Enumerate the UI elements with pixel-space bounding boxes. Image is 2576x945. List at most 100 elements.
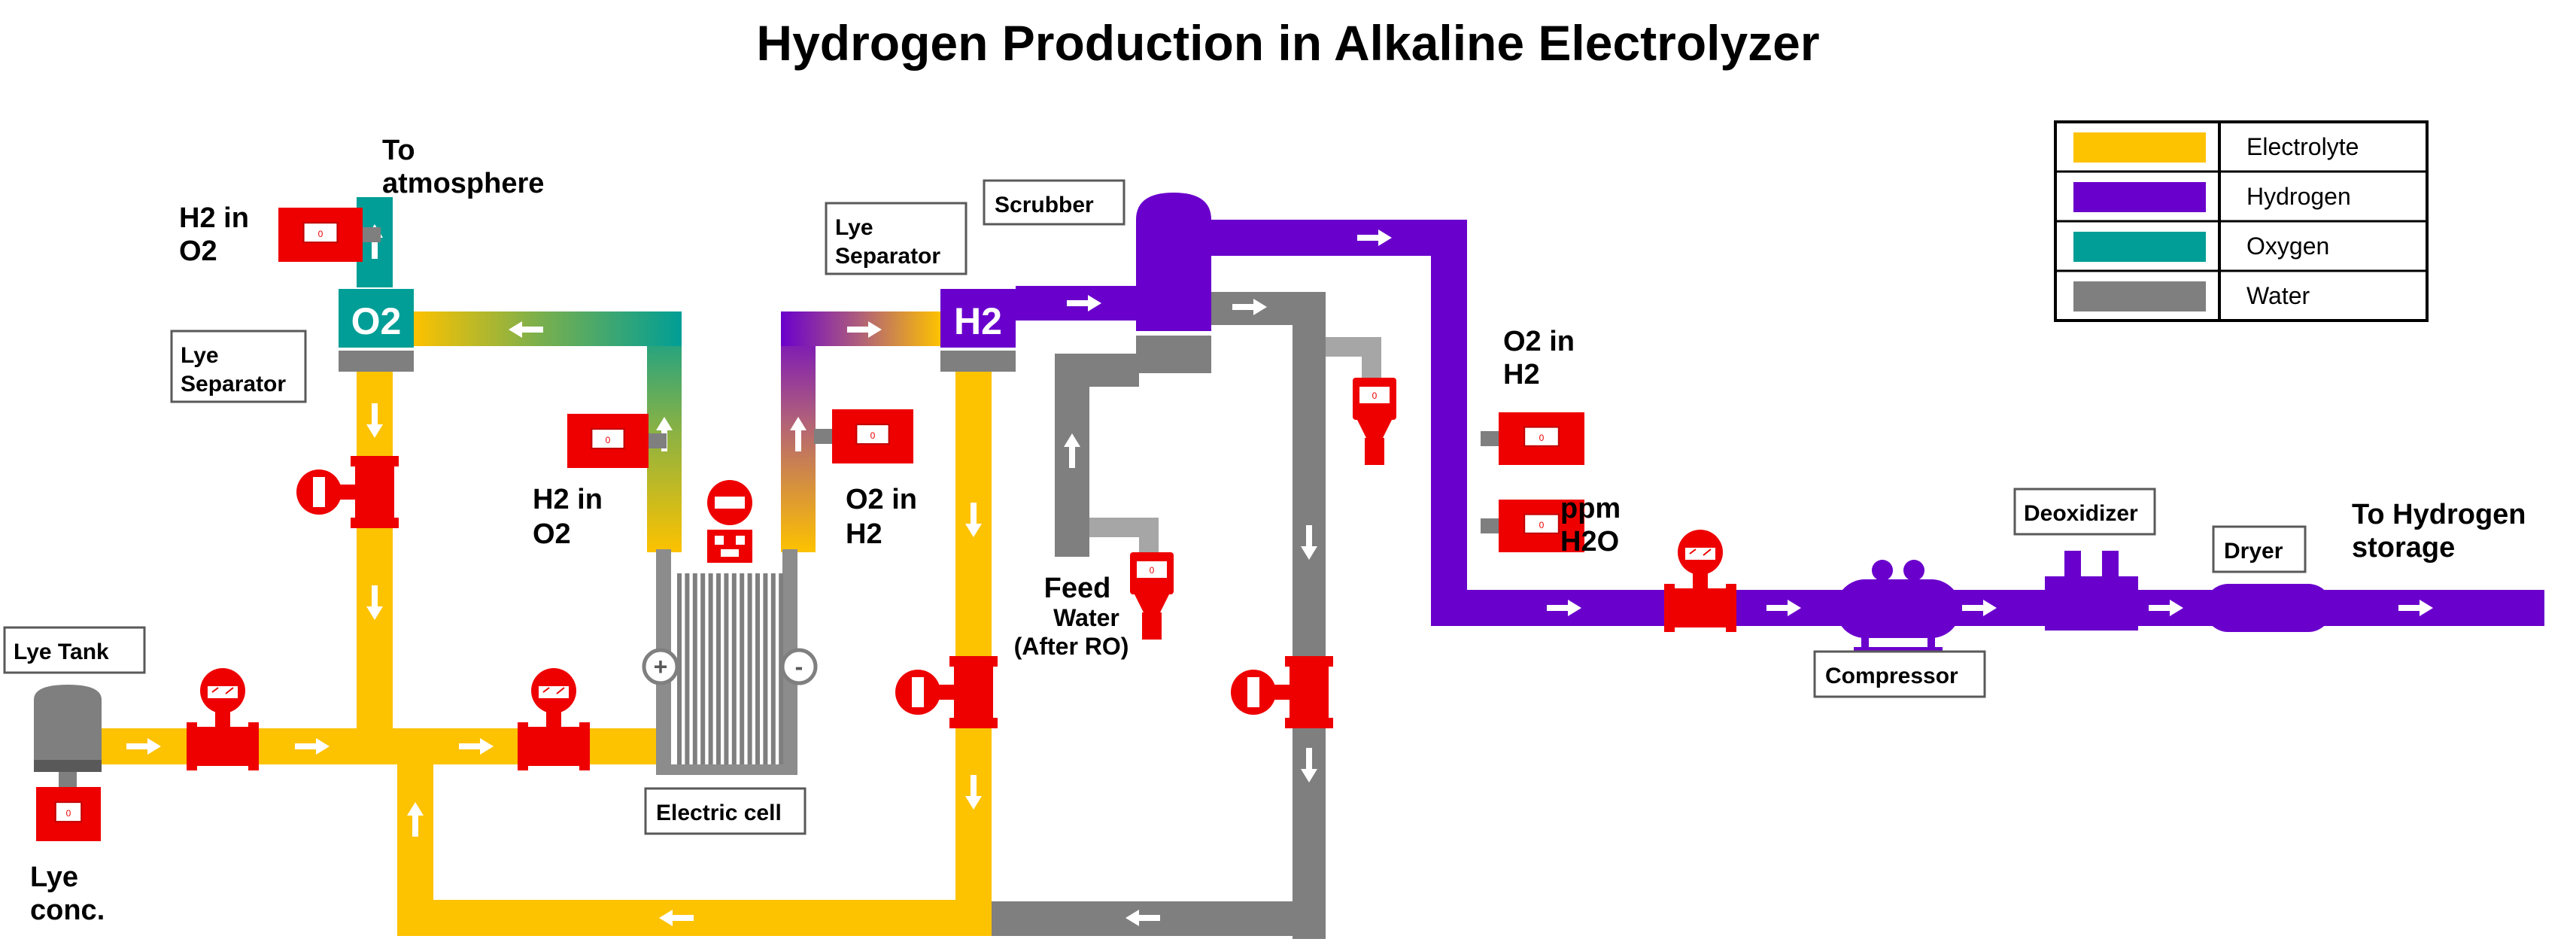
flow-arrow-right-icon	[1766, 600, 1801, 616]
cell-plus-terminal-label: +	[654, 653, 668, 680]
dryer	[2204, 584, 2332, 632]
flow-arrow-right-icon	[1357, 229, 1392, 246]
svg-text:Electric cell: Electric cell	[656, 801, 782, 825]
text-lye-conc: Lye conc.	[30, 861, 105, 926]
lye-tank	[34, 685, 102, 787]
gauge-display	[715, 497, 745, 509]
scrubber-vessel	[1136, 193, 1211, 373]
electrolyte-pipe-h2-separator-down	[955, 372, 992, 936]
svg-text:O2 in: O2 in	[846, 484, 917, 515]
text-h2-in-o2-mid: H2 in O2	[533, 484, 603, 550]
diagram-title: Hydrogen Production in Alkaline Electrol…	[756, 15, 1819, 71]
analyzer-reading: 0	[1539, 520, 1545, 530]
svg-text:(After RO): (After RO)	[1014, 633, 1129, 660]
label-electric-cell: Electric cell	[644, 787, 807, 835]
hydrogen-pipe-down	[1431, 220, 1467, 626]
text-o2-in-h2-mid: O2 in H2	[846, 484, 917, 550]
cell-plate	[731, 573, 737, 769]
flow-arrow-left-icon	[659, 910, 694, 926]
legend-swatch-hydrogen	[2073, 182, 2206, 212]
cell-plate	[685, 573, 690, 769]
portable-analyzer-feed-water: 0	[1130, 552, 1174, 640]
flowmeter-hydrogen-product	[1664, 530, 1736, 632]
svg-text:conc.: conc.	[30, 895, 105, 926]
flow-arrow-down-icon	[366, 585, 383, 620]
text-ppm-h2o: ppm H2O	[1560, 493, 1621, 558]
gauge-display	[313, 477, 325, 507]
analyzer-ppm-h2o: 0	[1481, 500, 1584, 552]
svg-text:Lye: Lye	[181, 343, 219, 368]
label-compressor: Compressor	[1813, 650, 1986, 698]
cell-plate	[692, 573, 697, 769]
text-feed-water: Feed Water (After RO)	[1014, 573, 1129, 660]
legend-label-oxygen: Oxygen	[2246, 232, 2329, 260]
svg-text:Dryer: Dryer	[2224, 539, 2283, 564]
analyzer-reading: 0	[870, 430, 876, 441]
legend-label-water: Water	[2246, 282, 2310, 309]
label-lye-separator-left: Lye Separator	[170, 330, 307, 403]
text-to-hydrogen-storage: To Hydrogen storage	[2352, 499, 2526, 564]
flow-arrow-right-icon	[1962, 600, 1997, 616]
svg-text:storage: storage	[2352, 532, 2455, 564]
svg-text:Deoxidizer: Deoxidizer	[2024, 501, 2138, 526]
svg-text:H2: H2	[846, 518, 882, 550]
text-o2-in-h2-right: O2 in H2	[1503, 326, 1575, 390]
flow-arrow-right-icon	[1067, 295, 1101, 311]
electric-cell: +-	[642, 549, 818, 775]
svg-text:O2: O2	[533, 518, 571, 550]
svg-text:O2 in: O2 in	[1503, 326, 1575, 357]
flowmeter-h2-separator-return	[895, 656, 998, 728]
h2-separator-label: H2	[954, 300, 1002, 342]
analyzer-h2-in-o2-mid: 0	[567, 414, 667, 468]
label-scrubber: Scrubber	[983, 179, 1125, 226]
cell-plate	[779, 573, 784, 769]
svg-text:Water: Water	[1053, 604, 1119, 631]
analyzer-screen	[855, 424, 890, 445]
oxygen-header-pipe	[414, 311, 682, 346]
gauge-display	[912, 677, 924, 707]
flowmeter-water-return	[1231, 656, 1333, 728]
cell-plate	[708, 573, 713, 769]
cell-plate	[763, 573, 768, 769]
svg-text:H2 in: H2 in	[179, 202, 249, 234]
h2-lye-separator: H2	[940, 289, 1016, 372]
svg-text:O2: O2	[179, 235, 217, 267]
svg-text:Lye: Lye	[30, 861, 78, 893]
water-pipe-analyzer-line-down	[1362, 337, 1381, 379]
flow-arrow-down-icon	[366, 403, 383, 438]
cell-minus-terminal-label: -	[795, 653, 803, 680]
flow-arrow-down-icon	[1301, 525, 1317, 560]
cell-plate	[724, 573, 729, 769]
analyzer-reading: 0	[1539, 433, 1545, 443]
flow-arrow-right-icon	[1547, 600, 1581, 616]
svg-text:To: To	[382, 135, 415, 166]
cell-plate	[700, 573, 706, 769]
electrolyte-pipe-cell-link	[620, 728, 662, 764]
svg-text:ppm: ppm	[1560, 493, 1621, 524]
svg-text:Feed: Feed	[1044, 573, 1111, 604]
cell-plate	[770, 573, 776, 769]
flow-arrow-up-icon	[790, 417, 807, 451]
analyzer-reading: 0	[1150, 565, 1155, 576]
analyzer-o2-in-h2-right: 0	[1481, 412, 1584, 465]
cell-plate	[740, 573, 745, 769]
cell-minus-terminal	[780, 648, 818, 685]
cell-plate	[716, 573, 721, 769]
hydrogen-pipe-scrubber-top	[1211, 220, 1467, 256]
flow-arrow-left-icon	[1125, 910, 1160, 926]
flow-arrow-right-icon	[1232, 299, 1267, 315]
analyzer-lye-conc: 0	[36, 787, 101, 841]
analyzer-screen	[302, 222, 339, 244]
o2-separator-label: O2	[351, 300, 402, 342]
svg-text:Separator: Separator	[181, 372, 286, 397]
flow-arrow-down-icon	[965, 503, 982, 537]
water-sample-line-down	[1139, 518, 1159, 552]
flow-arrow-right-icon	[459, 738, 494, 755]
portable-analyzer-water: 0	[1353, 378, 1396, 465]
svg-text:To Hydrogen: To Hydrogen	[2352, 499, 2526, 530]
pipe-network	[90, 197, 2544, 939]
analyzer-screen	[591, 428, 625, 450]
legend-label-hydrogen: Hydrogen	[2246, 183, 2351, 210]
